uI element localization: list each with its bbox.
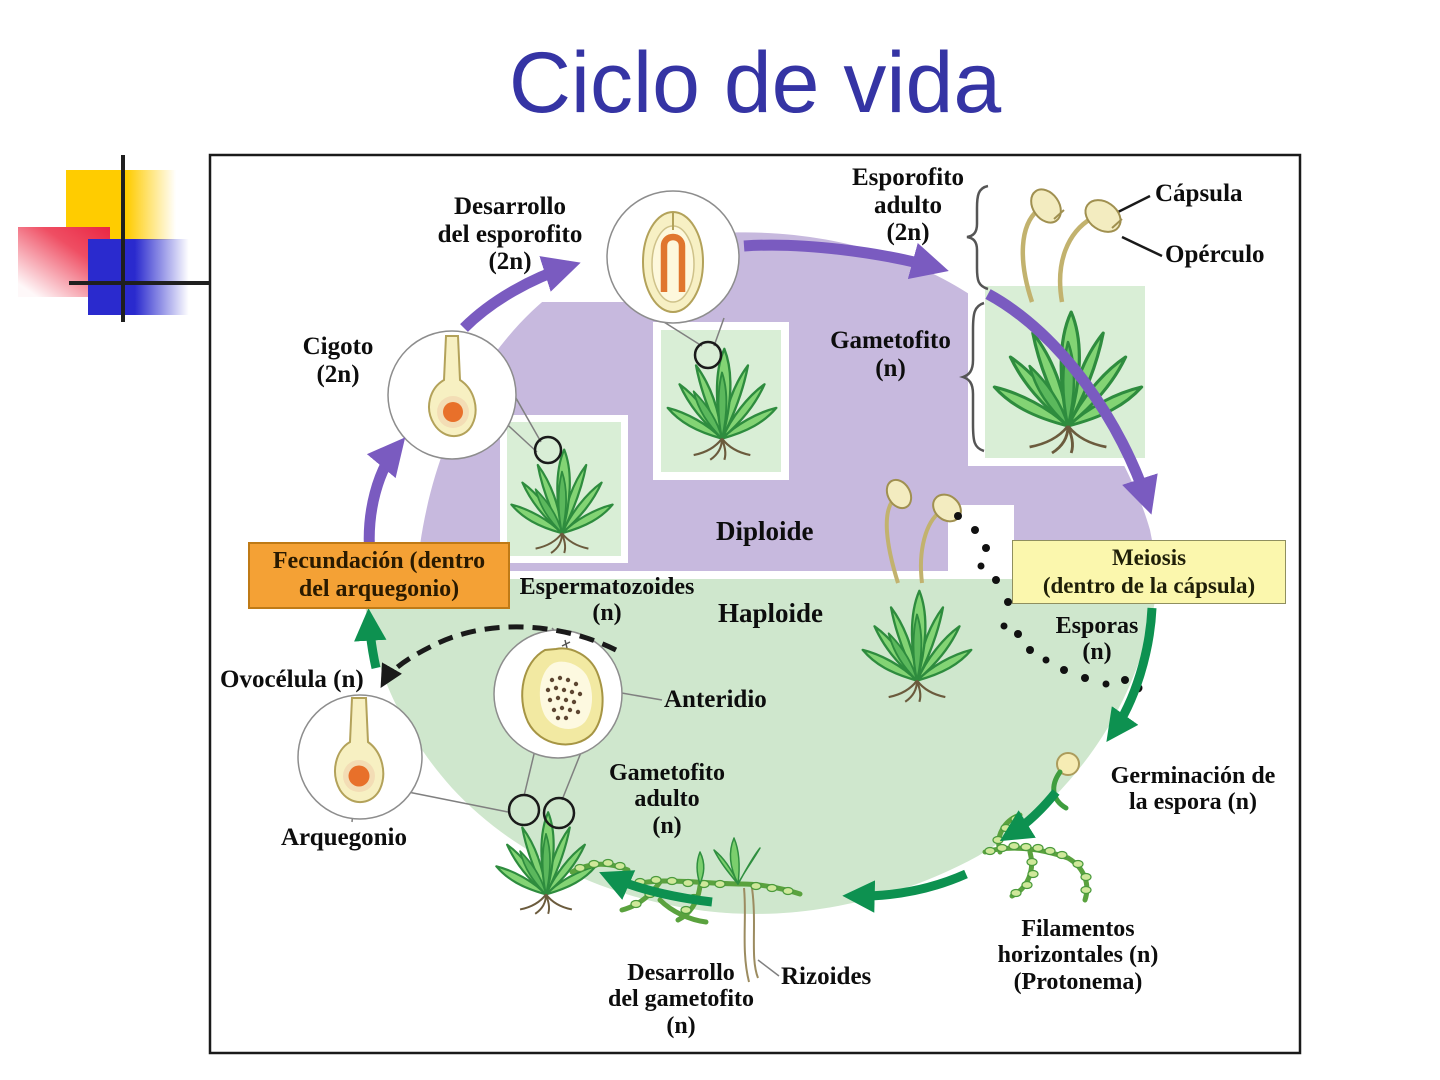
sperm-cell (561, 639, 571, 649)
label-operculo: Opérculo (1165, 241, 1265, 268)
zygote-archegonium (428, 335, 477, 438)
magnifier-circles (507, 340, 723, 830)
label-capsula: Cápsula (1155, 180, 1243, 207)
label-line: Desarrollo (453, 193, 566, 220)
fecundacion-box: Fecundación (dentro del arquegonio) (248, 542, 510, 609)
label-anteridio: Anteridio (664, 686, 767, 713)
label-line: Gametofito (609, 760, 725, 786)
label-arquegonio: Arquegonio (281, 824, 407, 851)
label-line: Espermatozoides (519, 574, 695, 600)
label-line: (n) (1082, 639, 1112, 666)
label-desarrollo-esporofito: Desarrollo del esporofito (2n) (390, 193, 630, 276)
label-line: horizontales (n) (997, 942, 1159, 969)
sporophyte-capsules-centre (884, 478, 962, 584)
label-esporas: Esporas (n) (1043, 613, 1151, 666)
label-line: (n) (666, 1012, 696, 1039)
label-cigoto: Cigoto (2n) (278, 333, 398, 388)
label-ovocelula: Ovocélula (n) (220, 666, 364, 693)
label-line: Filamentos (1021, 916, 1135, 942)
decor-blue-square (88, 239, 192, 315)
label-line: (Protonema) (1013, 968, 1143, 995)
meiosis-box: Meiosis (dentro de la cápsula) (1012, 540, 1286, 604)
haploid-cycle-arrows (354, 607, 1157, 913)
sperm-path-arrow (380, 624, 618, 688)
label-line: (2n) (886, 219, 930, 246)
label-line: Esporofito (851, 164, 965, 191)
label-filamentos: Filamentos horizontales (n) (Protonema) (972, 916, 1184, 995)
label-line: adulto (634, 786, 700, 813)
label-gametofito-adulto: Gametofito adulto (n) (593, 760, 741, 839)
label-line: (n) (592, 600, 622, 627)
label-line: (n) (875, 354, 906, 382)
label-line: Esporas (1055, 613, 1139, 639)
antheridium-drawing (521, 639, 604, 746)
label-line: del esporofito (437, 220, 583, 248)
label-line: Fecundación (dentro (272, 547, 486, 574)
label-line: Germinación de (1110, 763, 1276, 789)
label-rizoides: Rizoides (781, 963, 872, 990)
label-line: Meiosis (1111, 545, 1187, 571)
label-line: Cigoto (302, 333, 374, 360)
braces (959, 184, 989, 453)
label-line: (2n) (488, 248, 532, 275)
decor-vertical-line (121, 155, 125, 322)
sporophyte-capsules-adult (1020, 188, 1123, 303)
label-esporofito-adulto: Esporofito adulto (2n) (828, 164, 988, 247)
spore-dots (954, 512, 1143, 693)
label-diploide: Diploide (716, 516, 814, 546)
label-line: Desarrollo (627, 960, 735, 986)
label-line: la espora (n) (1129, 789, 1257, 816)
label-line: (2n) (316, 360, 360, 388)
developing-gametophyte-drawing (569, 837, 803, 983)
label-germinacion: Germinación de la espora (n) (1088, 763, 1298, 816)
label-espermatozoides: Espermatozoides (n) (503, 574, 711, 627)
label-line: (n) (652, 812, 682, 839)
label-line: adulto (873, 191, 943, 219)
label-line: Gametofito (830, 327, 951, 354)
label-line: del gametofito (608, 986, 754, 1013)
label-gametofito: Gametofito (n) (818, 327, 963, 382)
label-line: del arquegonio) (298, 575, 460, 602)
young-sporophyte-section (642, 211, 704, 313)
label-haploide: Haploide (718, 598, 824, 628)
decor-horizontal-line (69, 281, 210, 285)
egg-archegonium-drawing (334, 697, 385, 804)
page-title: Ciclo de vida (508, 35, 1002, 131)
label-desarrollo-gametofito: Desarrollo del gametofito (n) (592, 960, 770, 1039)
label-line: (dentro de la cápsula) (1042, 573, 1256, 598)
